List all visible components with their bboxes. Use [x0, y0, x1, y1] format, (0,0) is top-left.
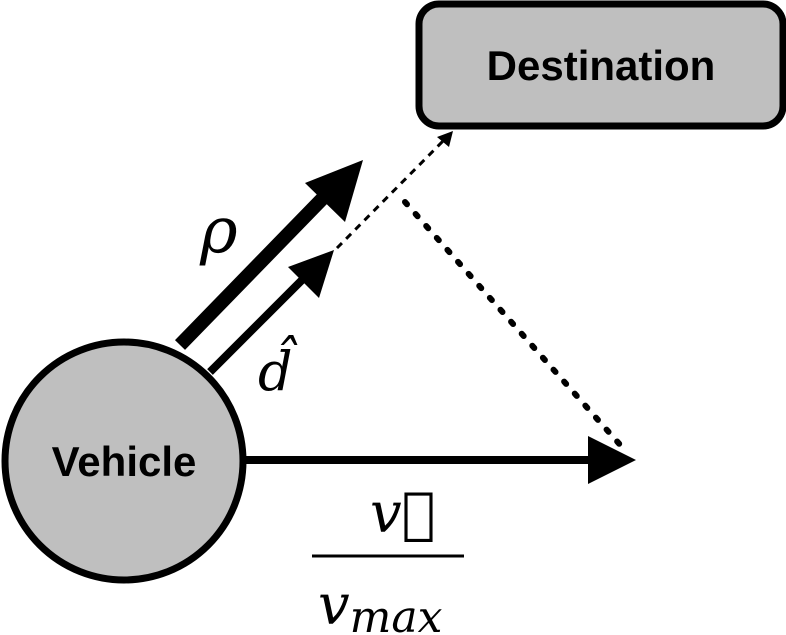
destination-box [415, 0, 786, 130]
d-hat-arrow [207, 250, 334, 375]
vehicle-circle [1, 338, 247, 584]
d-hat-arrowhead-icon [288, 250, 334, 298]
v-symbol: v [318, 573, 350, 635]
rho-arrow [174, 160, 363, 350]
dotted-projection-line [402, 199, 625, 450]
rho-arrowhead-icon [305, 160, 363, 222]
dashed-direction-line [335, 131, 453, 250]
max-subscript: max [350, 592, 443, 635]
destination-label: Destination [487, 42, 716, 89]
rho-label: ρ [199, 194, 238, 268]
velocity-arrowhead-icon [588, 436, 636, 484]
dashed-arrowhead-icon [437, 131, 453, 147]
vehicle-node[interactable]: Vehicle [1, 338, 247, 584]
velocity-denominator-label: vmax [318, 573, 443, 635]
velocity-arrow [246, 436, 636, 484]
d-hat-label: d̂ [258, 334, 298, 403]
vehicle-label: Vehicle [52, 438, 197, 485]
destination-node[interactable]: Destination [415, 0, 786, 130]
velocity-numerator-label: v⃗ [370, 481, 435, 546]
